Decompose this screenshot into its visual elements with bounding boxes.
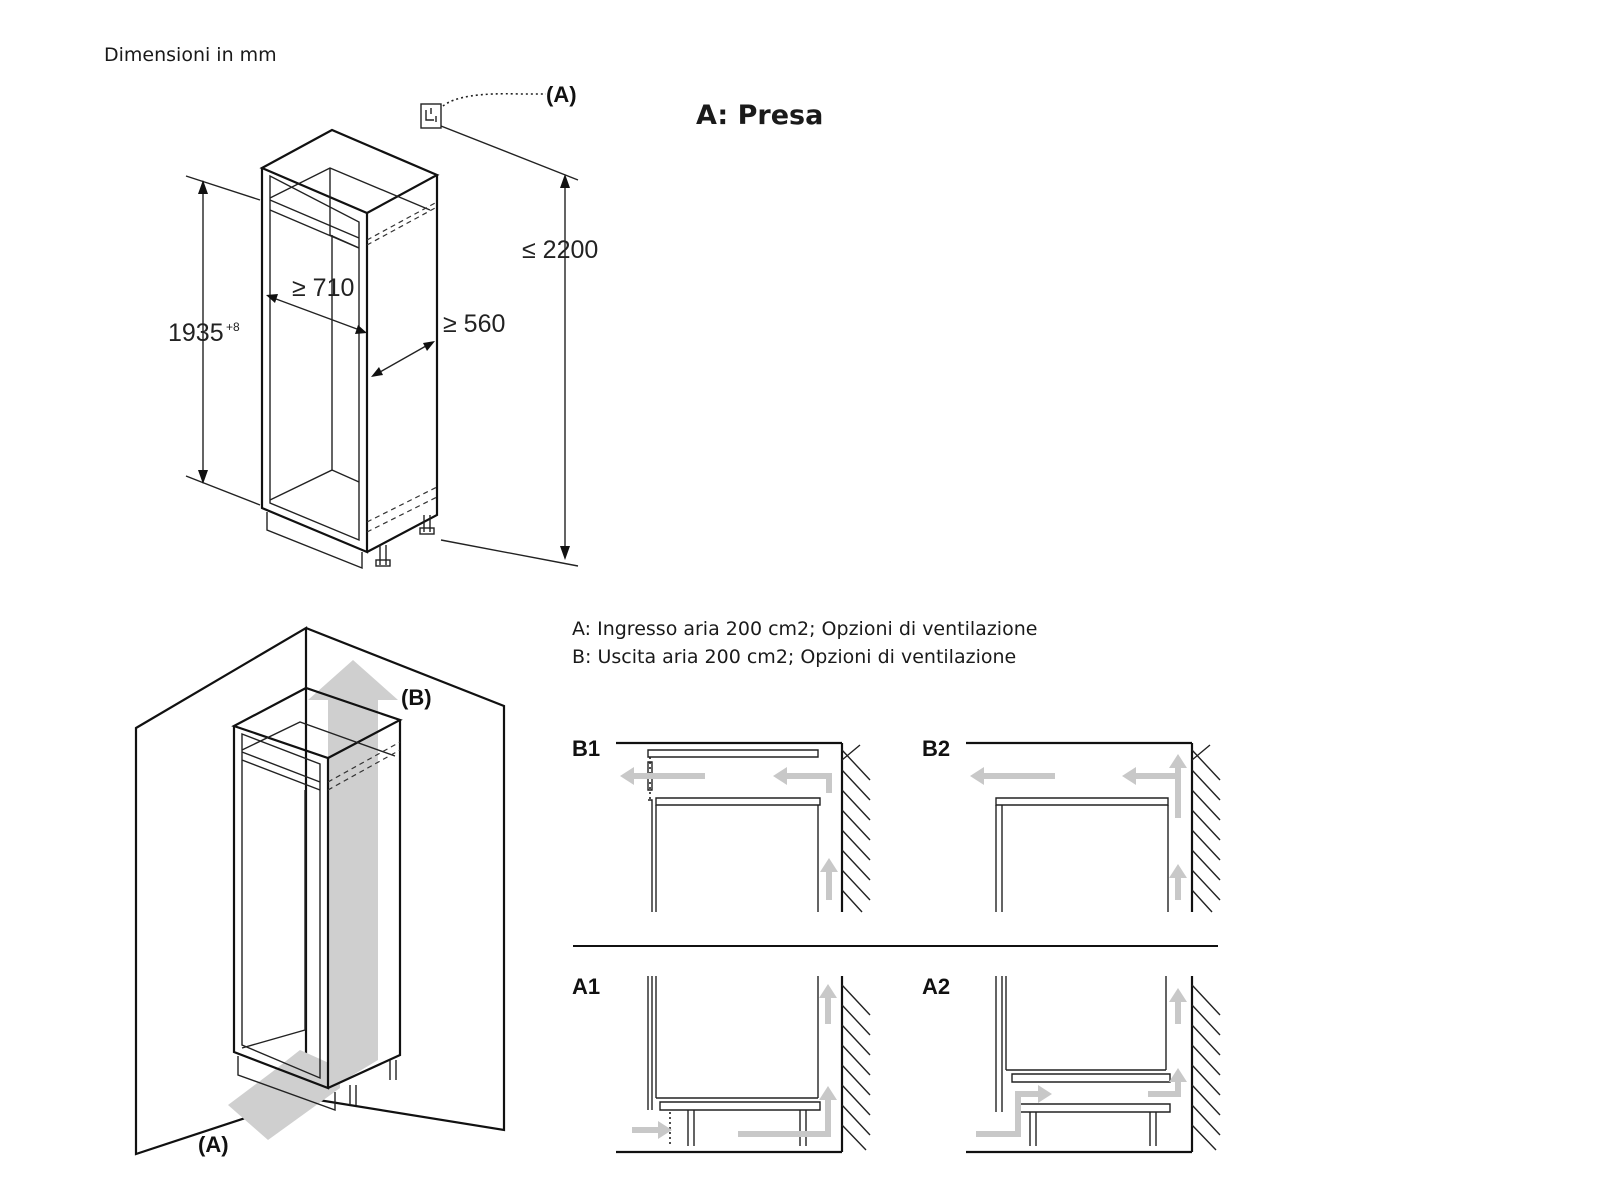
height-max-label: ≤ 2200: [522, 236, 598, 264]
outlet-airflow-arrow: [308, 660, 398, 1090]
socket-legend: A: Presa: [696, 100, 824, 131]
option-b1-label: B1: [572, 736, 600, 761]
option-b2-label: B2: [922, 736, 950, 761]
option-b2: B2: [922, 736, 1221, 913]
niche-height-tolerance: +8: [226, 320, 240, 334]
socket-tag: (A): [546, 82, 577, 107]
option-b1: B1: [572, 736, 871, 913]
inlet-tag: (A): [198, 1132, 229, 1157]
option-a1: A1: [572, 974, 871, 1154]
inlet-legend: A: Ingresso aria 200 cm2; Opzioni di ven…: [572, 618, 1038, 640]
niche-height-label: 1935: [168, 319, 224, 347]
outlet-legend: B: Uscita aria 200 cm2; Opzioni di venti…: [572, 646, 1017, 668]
option-a2: A2: [922, 974, 1221, 1154]
option-a2-label: A2: [922, 974, 950, 999]
option-a1-label: A1: [572, 974, 600, 999]
airflow-cabinet: (B) (A): [134, 626, 506, 1157]
outlet-tag: (B): [401, 685, 432, 710]
inlet-airflow-arrow: [228, 1050, 340, 1140]
niche-depth-label: ≥ 560: [443, 310, 505, 338]
niche-cabinet: (A) ≤ 2200 1935 +8 ≥ 710: [168, 82, 598, 570]
units-note: Dimensioni in mm: [104, 44, 277, 66]
socket-icon: [420, 103, 442, 129]
niche-width-label: ≥ 710: [292, 274, 354, 302]
